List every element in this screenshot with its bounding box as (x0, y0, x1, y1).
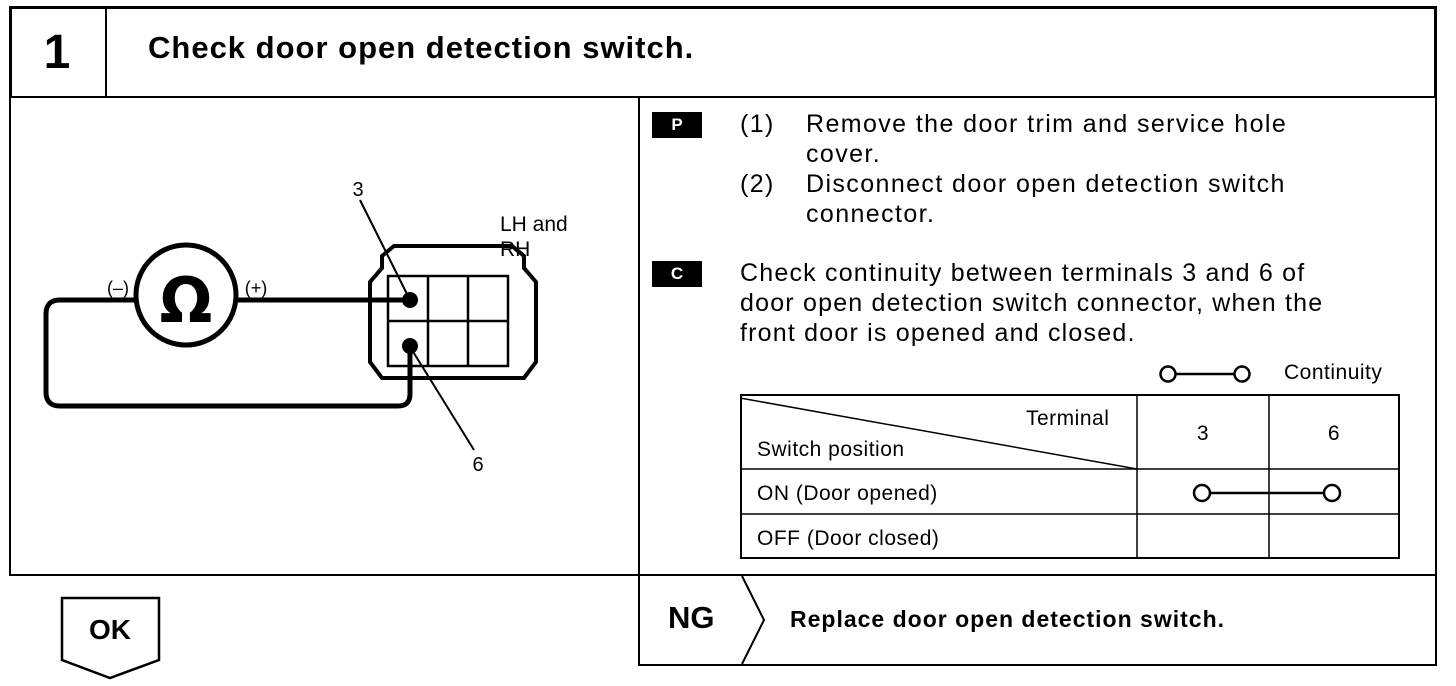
prep-step-2-text: Disconnect door open detection switch (806, 170, 1286, 198)
terminal-6-probe (402, 338, 418, 354)
ng-action: Replace door open detection switch. (790, 606, 1226, 632)
prep-step-2-line-2: connector. (806, 200, 936, 228)
ng-box (640, 574, 1437, 666)
on-row-continuity-icon (1192, 483, 1342, 503)
ohmmeter-icon: Ω (133, 242, 239, 348)
minus-label: (–) (107, 278, 129, 298)
connector-label-line1: LH and (500, 213, 568, 236)
table-row-off-label: OFF (Door closed) (757, 527, 940, 550)
ng-chevron-icon (741, 575, 766, 665)
continuity-table (740, 394, 1400, 559)
table-row-on-label: ON (Door opened) (757, 482, 938, 505)
check-line-2: door open detection switch connector, wh… (740, 289, 1324, 317)
step-title: Check door open detection switch. (148, 30, 695, 65)
terminal-3-label: 3 (352, 179, 363, 201)
prep-step-1-line-1: (1) Remove the door trim and service hole (740, 109, 1287, 139)
leader-line-6 (411, 349, 475, 451)
terminal-3-probe (402, 292, 418, 308)
ok-label: OK (89, 614, 131, 645)
leader-line-3 (359, 199, 409, 297)
preparation-tag: P (652, 112, 702, 138)
table-col-6: 6 (1327, 422, 1341, 445)
table-grid (740, 394, 1400, 559)
check-line-1: Check continuity between terminals 3 and… (740, 259, 1306, 287)
step-number: 1 (9, 6, 107, 98)
ok-badge (60, 596, 161, 680)
prep-step-1-line-2: cover. (806, 140, 882, 168)
prep-step-2-number: (2) (740, 170, 775, 198)
connector-icon (368, 244, 538, 380)
continuity-symbol-icon (1159, 365, 1251, 383)
wiring-diagram: Ω (–) (+) 3 6 LH and RH (43, 179, 568, 476)
minus-lead (43, 297, 413, 409)
table-corner-terminal: Terminal (1026, 407, 1110, 430)
plus-label: (+) (245, 278, 268, 298)
step-header (9, 6, 1437, 98)
table-corner-switch-position: Switch position (757, 438, 905, 461)
table-col-3: 3 (1196, 422, 1210, 445)
connector-label-line2: RH (500, 238, 530, 261)
step-body-frame (9, 96, 1437, 576)
ng-label: NG (668, 600, 715, 635)
check-tag: C (652, 261, 702, 287)
column-divider (638, 98, 640, 666)
prep-step-2-line-1: (2) Disconnect door open detection switch (740, 169, 1286, 199)
prep-step-1-text: Remove the door trim and service hole (806, 110, 1288, 138)
legend-label: Continuity (1284, 361, 1383, 384)
prep-step-1-number: (1) (740, 110, 775, 138)
header-diagonal (740, 397, 1138, 470)
ohm-symbol: Ω (160, 264, 213, 337)
terminal-6-label: 6 (472, 454, 483, 476)
check-line-3: front door is opened and closed. (740, 319, 1136, 347)
